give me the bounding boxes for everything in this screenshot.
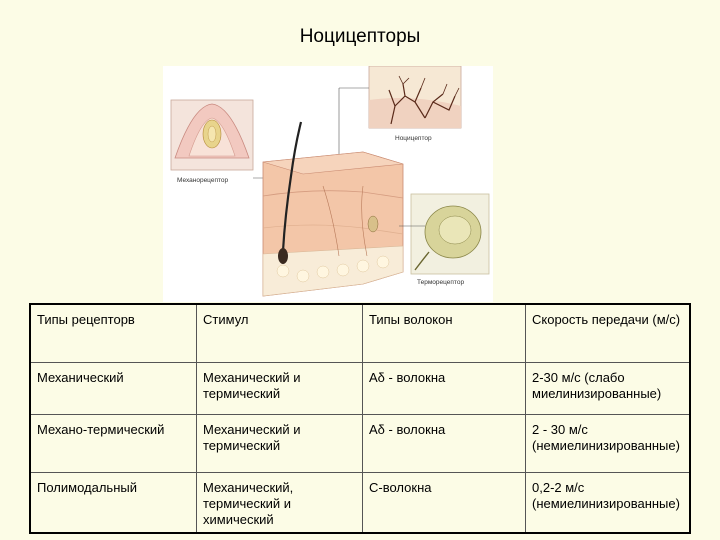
- header-cell: Скорость передачи (м/с): [525, 303, 691, 363]
- table-cell: 2 - 30 м/с (немиелинизированные): [525, 413, 691, 473]
- table-cell: Механический, термический и химический: [196, 471, 363, 533]
- nociceptor-inset: [368, 66, 462, 129]
- table-cell: С-волокна: [362, 471, 526, 533]
- thermoreceptor-inset: [410, 193, 490, 275]
- page-title: Ноцицепторы: [299, 26, 421, 47]
- skin-receptors-illustration: Механорецептор Ноцицептор: [163, 66, 493, 302]
- skin-section: [262, 121, 404, 297]
- mechanoreceptor-label: Механорецептор: [177, 177, 228, 184]
- table-cell: 2-30 м/с (слабо миелинизированные): [525, 361, 691, 415]
- table-cell: Механо-термический: [29, 413, 197, 473]
- table-cell: Механический и термический: [196, 413, 363, 473]
- table-row: Механический Механический и термический …: [29, 361, 691, 415]
- table-row: Механо-термический Механический и термич…: [29, 413, 691, 473]
- table-cell: Механический: [29, 361, 197, 415]
- skin-receptors-drawing: Механорецептор Ноцицептор: [170, 66, 490, 297]
- table-cell: Полимодальный: [29, 471, 197, 533]
- table-cell: 0,2-2 м/с (немиелинизированные): [525, 471, 691, 533]
- table-cell: Механический и термический: [196, 361, 363, 415]
- table-cell: Aδ - волокна: [362, 361, 526, 415]
- receptor-types-table: Типы рецепторв Стимул Типы волокон Скоро…: [29, 303, 691, 534]
- header-cell: Стимул: [196, 303, 363, 363]
- thermoreceptor-label: Терморецептор: [417, 279, 464, 286]
- table-row: Полимодальный Механический, термический …: [29, 471, 691, 533]
- mechanoreceptor-inset: [170, 99, 254, 171]
- nociceptor-label: Ноцицептор: [395, 135, 432, 142]
- header-cell: Типы рецепторв: [29, 303, 197, 363]
- table-cell: Aδ - волокна: [362, 413, 526, 473]
- table-header-row: Типы рецепторв Стимул Типы волокон Скоро…: [29, 303, 691, 363]
- header-cell: Типы волокон: [362, 303, 526, 363]
